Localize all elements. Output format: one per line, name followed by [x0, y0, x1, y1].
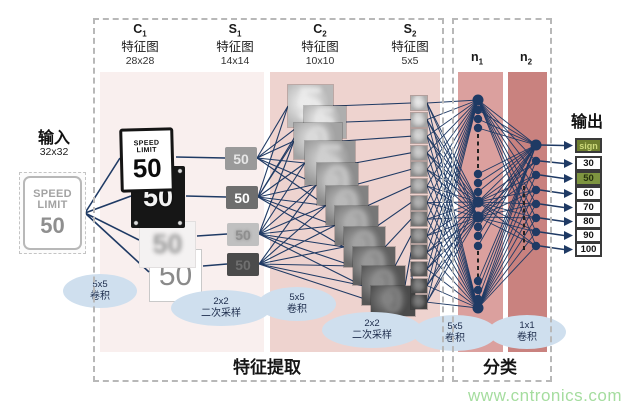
output-class-50: 50: [575, 171, 602, 186]
classification-label: 分类: [483, 358, 517, 377]
s2-map-tile: 0: [411, 212, 427, 226]
c1-map-edge-sketch: SPEED LIMIT 50: [119, 127, 175, 193]
arrow-head-icon: [564, 217, 573, 226]
s2-map-tile: 0: [411, 229, 427, 243]
output-class-80: 80: [575, 214, 602, 229]
feature-extraction-label: 特征提取: [233, 358, 301, 377]
s1-map-tile: 50: [226, 186, 258, 209]
output-class-90: 90: [575, 228, 602, 243]
c1-sketch-value: 50: [132, 152, 163, 183]
arrow-head-icon: [564, 189, 573, 198]
n2-background-band: [508, 72, 547, 352]
arrow-head-icon: [564, 159, 573, 168]
arrow-head-icon: [564, 203, 573, 212]
c1-map-blurred: 50: [139, 221, 196, 268]
output-class-100: 100: [575, 242, 602, 257]
s2-map-tile: 5: [411, 146, 427, 160]
s2-map-tile: 0: [411, 162, 427, 176]
n1-background-band: [458, 72, 503, 352]
input-size: 32x32: [39, 146, 69, 158]
s2-map-tile: 0: [411, 196, 427, 210]
s1-map-tile: 50: [225, 147, 257, 170]
s2-map-tile: 0: [411, 262, 427, 276]
s1-map-tile: 50: [227, 253, 259, 276]
output-label: 输出: [570, 114, 604, 131]
sign-word: LIMIT: [37, 199, 68, 212]
speed-limit-sign: SPEED LIMIT 50: [23, 176, 82, 250]
arrow-head-icon: [564, 174, 573, 183]
output-class-60: 60: [575, 186, 602, 201]
s2-map-tile: 0: [411, 179, 427, 193]
input-image-frame: SPEED LIMIT 50: [19, 172, 86, 254]
s1-map-tile: 50: [227, 223, 259, 246]
sign-value: 50: [40, 213, 65, 238]
watermark: www.cntronics.com: [468, 386, 622, 405]
layer-header-n1: n1: [470, 50, 484, 67]
s2-map-tile: 0: [411, 245, 427, 259]
s2-map-tile: 5: [411, 279, 427, 293]
sign-word: SPEED: [33, 187, 72, 200]
arrow-head-icon: [564, 231, 573, 240]
s2-map-tile: 5: [411, 96, 427, 110]
s2-map-tile: 0: [411, 129, 427, 143]
arrow-head-icon: [564, 245, 573, 254]
output-class-30: 30: [575, 156, 602, 171]
input-label: 输入: [37, 130, 71, 147]
output-class-70: 70: [575, 200, 602, 215]
layer-header-n2: n2: [519, 50, 533, 67]
output-class-sign: sign: [575, 138, 602, 153]
arrow-head-icon: [564, 141, 573, 150]
s2-map-tile: 5: [411, 295, 427, 309]
c2-map-tile: 0: [371, 286, 415, 316]
c1-map-value: 50: [152, 229, 183, 259]
s2-map-tile: 5: [411, 113, 427, 127]
